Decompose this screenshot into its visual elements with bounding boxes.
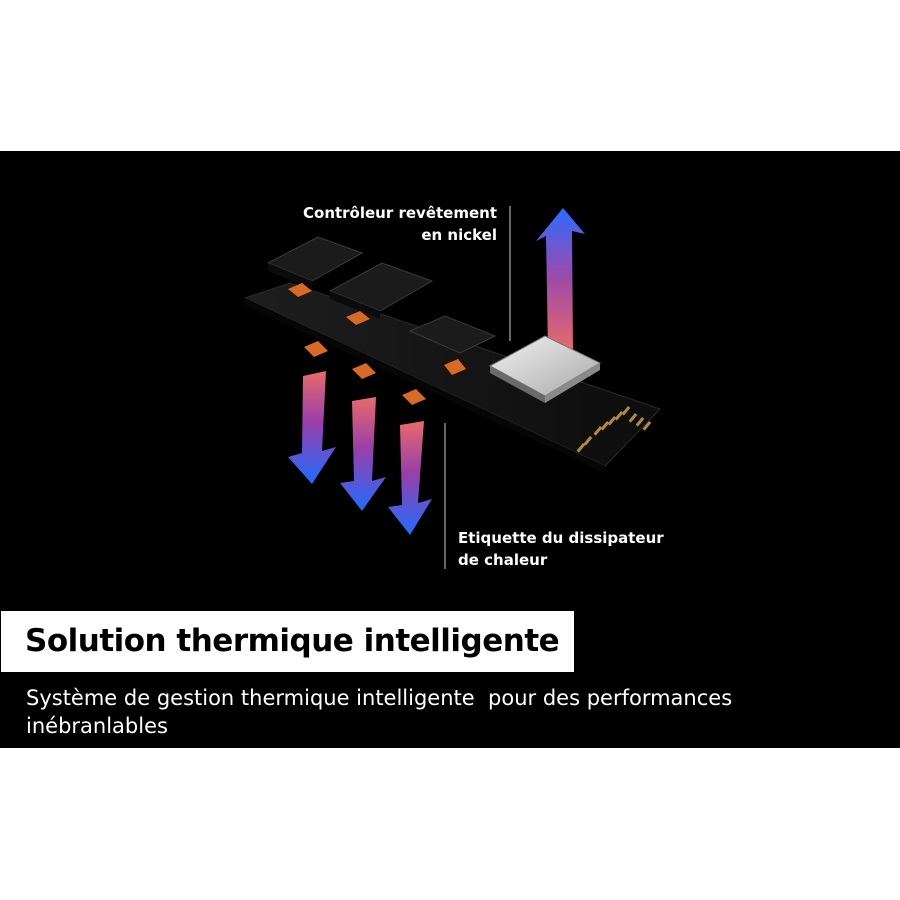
heat-down-arrow [340, 397, 386, 511]
heatsink-callout: Etiquette du dissipateur de chaleur [458, 527, 698, 571]
subtitle-line1: Système de gestion thermique intelligent… [26, 686, 733, 710]
nand-chip [408, 315, 497, 354]
heat-down-arrow [388, 421, 432, 535]
ssd-thermal-illustration [243, 206, 661, 569]
controller-chip [488, 335, 602, 403]
nand-chip [266, 236, 364, 289]
controller-callout-line1: Contrôleur revêtement [303, 204, 497, 222]
controller-callout: Contrôleur revêtement en nickel [292, 202, 497, 246]
heat-up-arrow [536, 208, 585, 351]
heat-down-arrow [288, 371, 336, 484]
subtitle-line2: inébranlables [26, 714, 168, 738]
thermal-pads [288, 283, 466, 405]
product-banner: Contrôleur revêtement en nickel Etiquett… [0, 151, 900, 748]
controller-callout-line2: en nickel [421, 226, 497, 244]
heatsink-callout-line1: Etiquette du dissipateur [458, 529, 664, 547]
page-title: Solution thermique intelligente [25, 623, 560, 659]
title-box: Solution thermique intelligente [1, 611, 574, 672]
nand-chip [328, 262, 434, 319]
subtitle: Système de gestion thermique intelligent… [26, 684, 886, 740]
heatsink-callout-line2: de chaleur [458, 551, 548, 569]
connector-pins [576, 406, 652, 453]
